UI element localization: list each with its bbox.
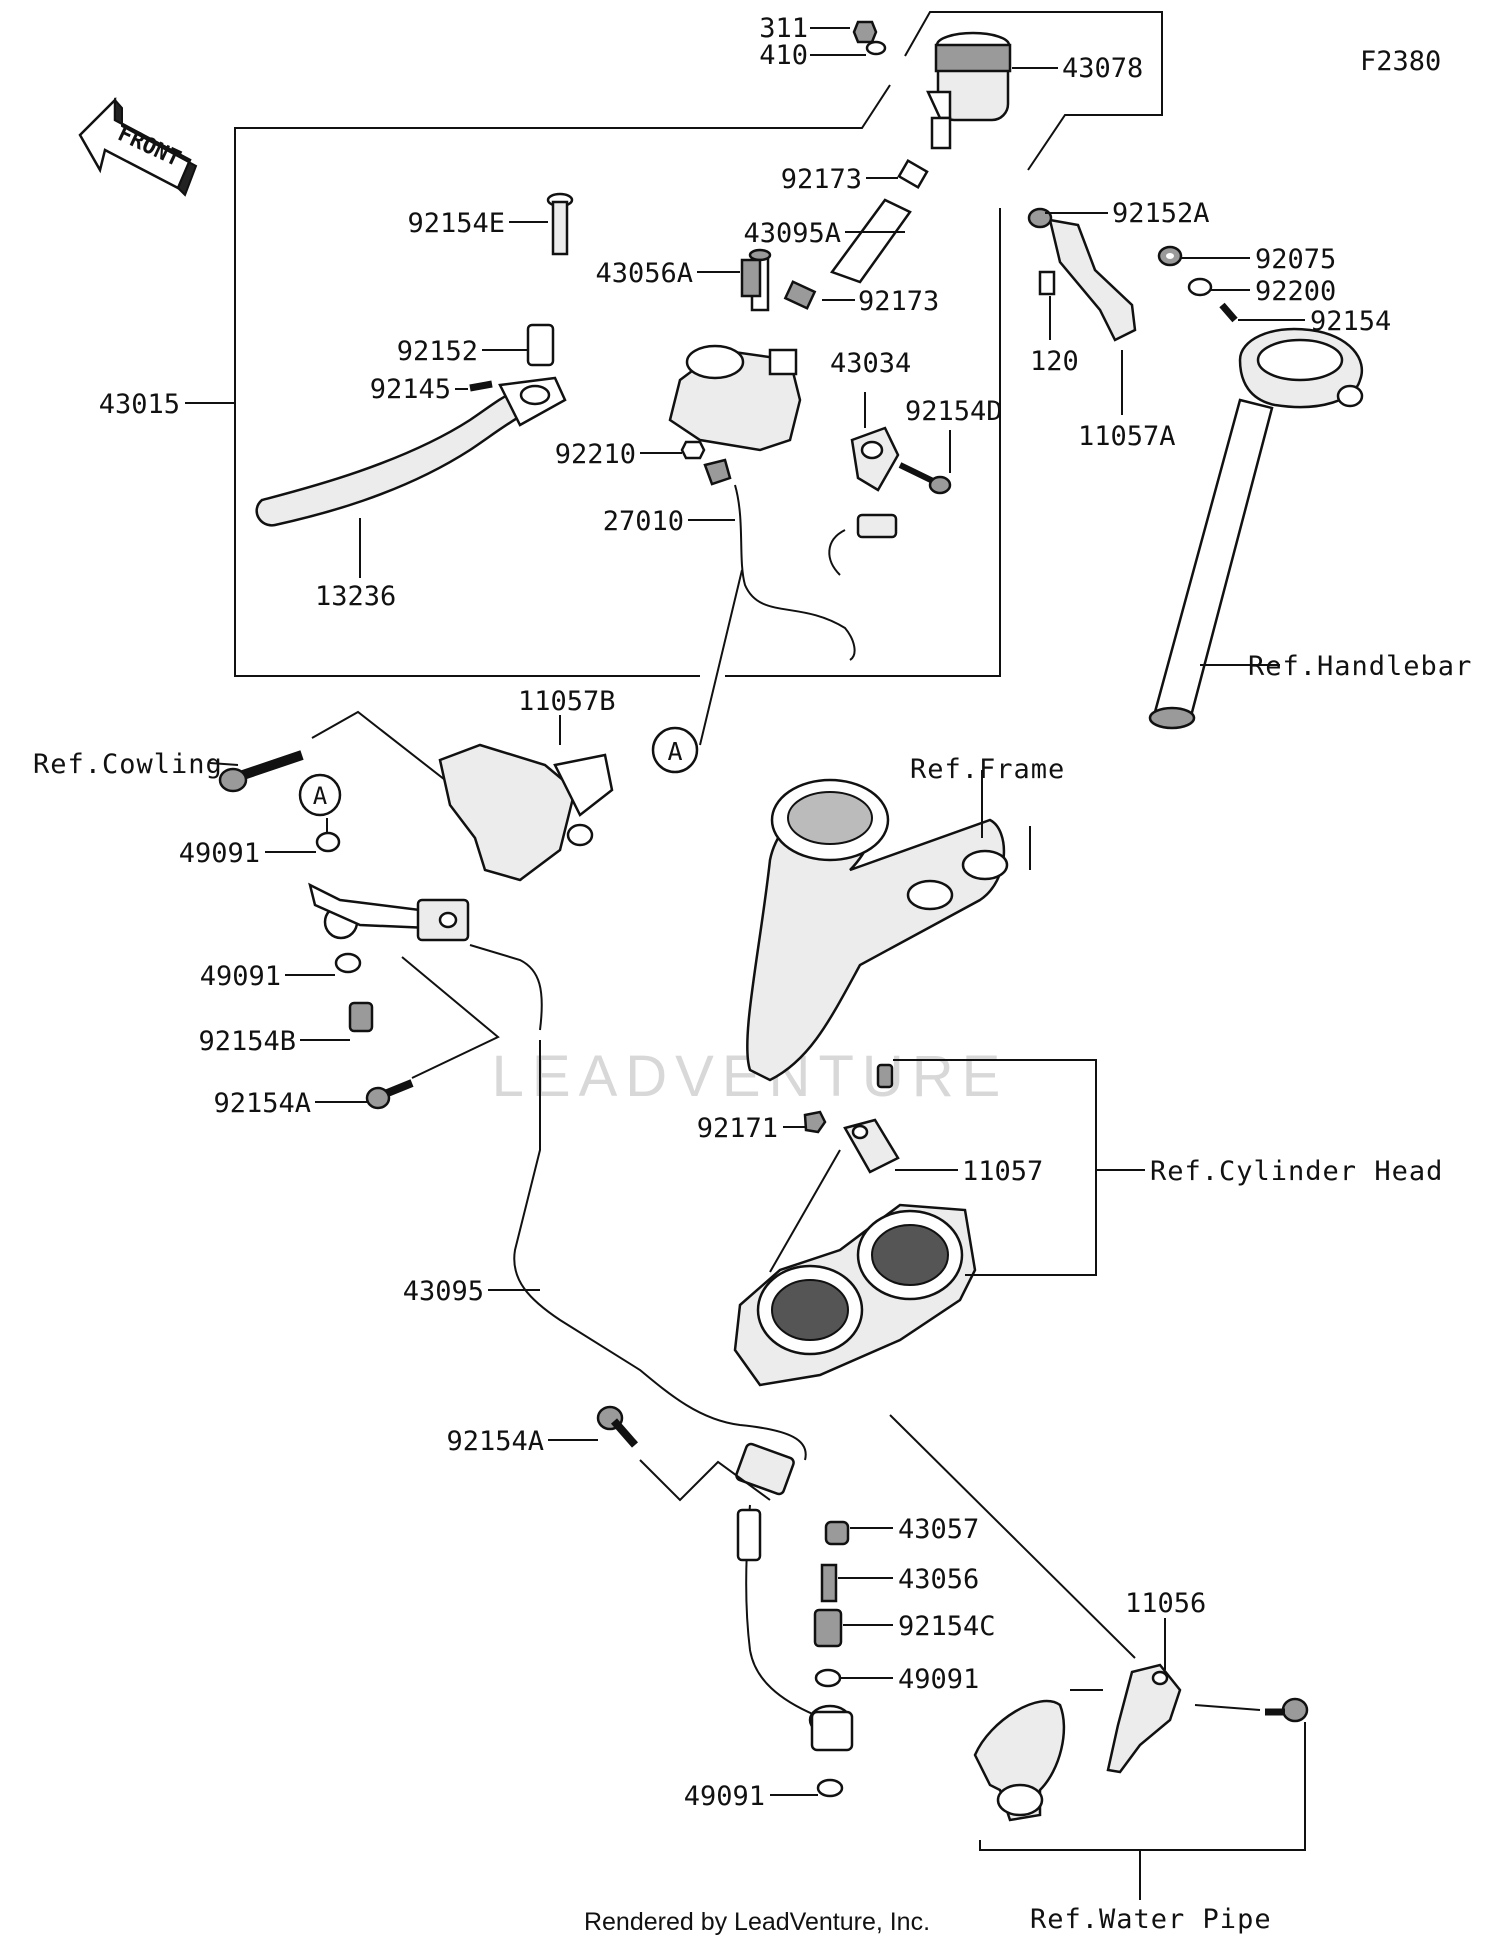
callout-a-lower: A bbox=[298, 773, 342, 817]
nut-92171 bbox=[803, 1110, 827, 1134]
hose-upper-banjo bbox=[308, 882, 543, 1031]
label-11056: 11056 bbox=[1125, 1588, 1206, 1619]
ref-frame: Ref.Frame bbox=[910, 754, 1065, 785]
label-43095: 43095 bbox=[403, 1276, 484, 1307]
nut-92210 bbox=[680, 440, 706, 460]
label-43056a: 43056A bbox=[595, 258, 693, 289]
handlebar bbox=[1148, 327, 1364, 730]
label-92075: 92075 bbox=[1255, 244, 1336, 275]
label-92154a-lower: 92154A bbox=[446, 1426, 544, 1457]
label-43057: 43057 bbox=[898, 1514, 979, 1545]
label-43015: 43015 bbox=[99, 389, 180, 420]
label-43095a: 43095A bbox=[743, 218, 841, 249]
svg-text:A: A bbox=[313, 782, 328, 810]
bolt-92154 bbox=[1219, 302, 1238, 323]
pivot-bolt-92154e bbox=[546, 192, 574, 256]
bracket-11057b bbox=[438, 743, 614, 882]
label-11057: 11057 bbox=[962, 1156, 1043, 1187]
label-49091-d: 49091 bbox=[684, 1781, 765, 1812]
label-43056: 43056 bbox=[898, 1564, 979, 1595]
hose-43095 bbox=[513, 1040, 807, 1461]
ref-handlebar: Ref.Handlebar bbox=[1248, 651, 1472, 682]
washer-49091-b bbox=[334, 952, 362, 974]
label-120: 120 bbox=[1030, 346, 1079, 377]
bolt-92154a-lower bbox=[596, 1405, 639, 1448]
leader-lines bbox=[209, 27, 1305, 1796]
label-49091-a: 49091 bbox=[179, 838, 260, 869]
bolt-92154d bbox=[898, 462, 952, 495]
reservoir-43078 bbox=[926, 31, 1012, 150]
label-311: 311 bbox=[759, 13, 808, 44]
washer-49091-c bbox=[814, 1668, 842, 1688]
footer-credit: Rendered by LeadVenture, Inc. bbox=[584, 1908, 930, 1936]
bracket-11056 bbox=[1106, 1663, 1182, 1774]
washer-49091-d bbox=[816, 1778, 844, 1798]
label-92173-a: 92173 bbox=[781, 164, 862, 195]
label-92154b: 92154B bbox=[198, 1026, 296, 1057]
bolt-120 bbox=[1038, 270, 1056, 296]
master-cylinder-body bbox=[668, 248, 802, 452]
ref-cowling: Ref.Cowling bbox=[33, 749, 223, 780]
bolt-92154b bbox=[348, 1001, 374, 1033]
washer-49091-a bbox=[315, 831, 341, 853]
bracket-11057 bbox=[843, 1118, 900, 1174]
label-92154d: 92154D bbox=[905, 396, 1003, 427]
master-cylinder-group-frame bbox=[185, 11, 1163, 677]
label-92154e: 92154E bbox=[407, 208, 505, 239]
label-92171: 92171 bbox=[697, 1113, 778, 1144]
label-92173-b: 92173 bbox=[858, 286, 939, 317]
label-92200: 92200 bbox=[1255, 276, 1336, 307]
bolt-water-pipe bbox=[1265, 1697, 1309, 1723]
ref-water-pipe: Ref.Water Pipe bbox=[1030, 1904, 1272, 1935]
label-43078: 43078 bbox=[1062, 53, 1143, 84]
bolt-upper-cyl bbox=[876, 1063, 894, 1089]
fitting-43056a bbox=[740, 258, 762, 298]
switch-27010 bbox=[703, 458, 898, 661]
label-92210: 92210 bbox=[555, 439, 636, 470]
label-92154a-upper: 92154A bbox=[213, 1088, 311, 1119]
front-arrow-icon: FRONT bbox=[78, 96, 198, 197]
washer-92200 bbox=[1187, 277, 1213, 297]
label-410: 410 bbox=[759, 40, 808, 71]
bolt-92154a-upper bbox=[365, 1079, 414, 1110]
hose-43095a bbox=[783, 158, 929, 310]
water-pipe bbox=[973, 1699, 1066, 1822]
screw-92145 bbox=[469, 380, 493, 392]
label-92145: 92145 bbox=[370, 374, 451, 405]
label-49091-b: 49091 bbox=[200, 961, 281, 992]
label-49091-c: 49091 bbox=[898, 1664, 979, 1695]
label-43034: 43034 bbox=[830, 348, 911, 379]
bolt-92154c bbox=[813, 1608, 843, 1648]
fitting-43056 bbox=[820, 1563, 838, 1603]
callout-a-upper: A bbox=[651, 726, 699, 774]
label-92152a: 92152A bbox=[1112, 198, 1210, 229]
label-27010: 27010 bbox=[603, 506, 684, 537]
bolt-cowling bbox=[218, 750, 304, 793]
clamp-43034 bbox=[850, 426, 900, 492]
washer-410 bbox=[865, 40, 887, 56]
bracket-11057a bbox=[1027, 207, 1137, 342]
label-11057a: 11057A bbox=[1078, 421, 1176, 452]
label-11057b: 11057B bbox=[518, 686, 616, 717]
figure-code: F2380 bbox=[1360, 46, 1441, 77]
cylinder-head bbox=[733, 1203, 977, 1387]
svg-text:A: A bbox=[667, 737, 682, 766]
collar-92152 bbox=[526, 323, 555, 367]
label-13236: 13236 bbox=[315, 581, 396, 612]
label-92154c: 92154C bbox=[898, 1611, 996, 1642]
hose-lower-clamp bbox=[735, 1442, 854, 1752]
washer-92075 bbox=[1157, 245, 1183, 267]
nut-311 bbox=[852, 20, 878, 44]
valve-43057 bbox=[824, 1520, 850, 1546]
watermark-text: LEADVENTURE bbox=[492, 1044, 1009, 1109]
ref-cylinder-head: Ref.Cylinder Head bbox=[1150, 1156, 1443, 1187]
label-92154: 92154 bbox=[1310, 306, 1391, 337]
lever-13236 bbox=[255, 376, 567, 527]
label-92152: 92152 bbox=[397, 336, 478, 367]
frame bbox=[746, 778, 1031, 1082]
